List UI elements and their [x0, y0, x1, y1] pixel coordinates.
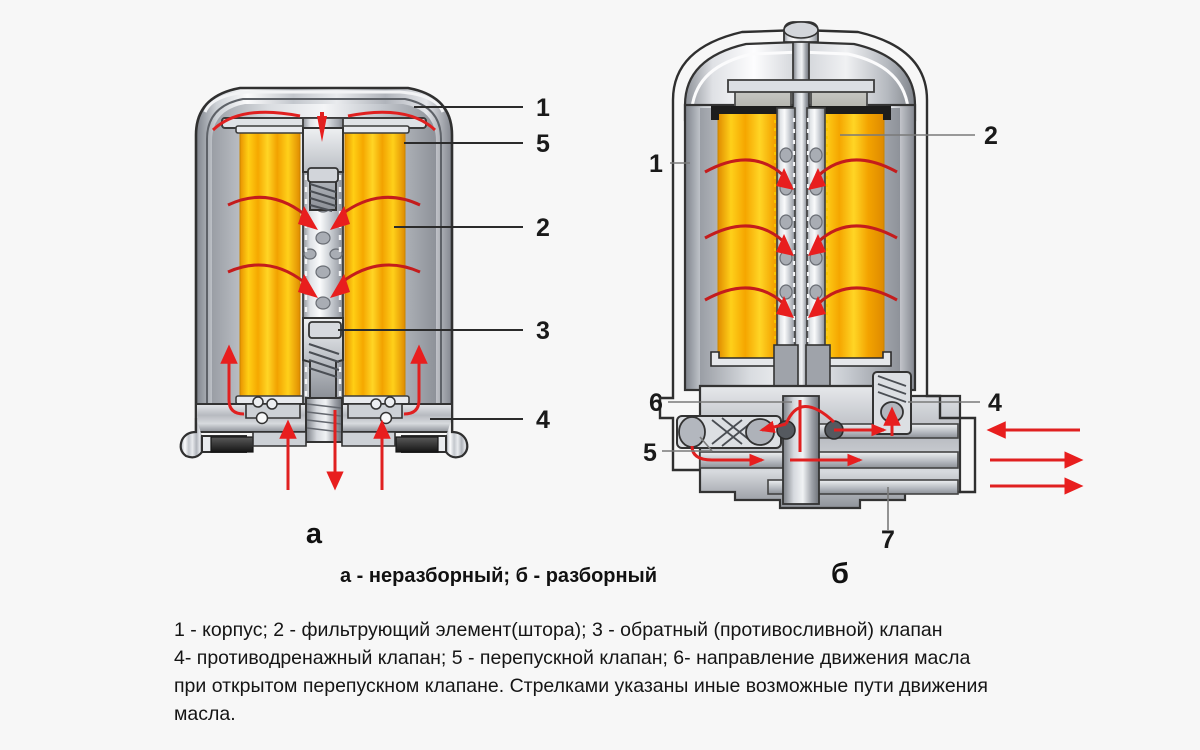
- dome-highlight-a: [203, 90, 445, 113]
- callout-b-7: 7: [881, 526, 895, 554]
- gasket-right-a: [395, 436, 439, 453]
- element-endcap-tl-b: [711, 106, 793, 120]
- media-cap-tr-a: [340, 125, 410, 134]
- callout-b-1: 1: [649, 150, 663, 178]
- flow-arrows-b: [690, 158, 1084, 495]
- callout-b-6: 6: [649, 389, 663, 417]
- filter-media-left-a: [239, 129, 301, 399]
- callout-leaders-b: [662, 134, 980, 530]
- caption-line-1: 1 - корпус; 2 - фильтрующий элемент(штор…: [174, 619, 943, 641]
- callout-a-5: 5: [536, 130, 550, 158]
- caption-line-3: при открытом перепускном клапане. Стрелк…: [174, 675, 988, 697]
- bypass-valve-disc-a: [307, 167, 339, 183]
- subfigure-label-a: а: [306, 518, 323, 550]
- lower-sleeve-left-b: [773, 344, 799, 392]
- callouts-a: 1 5 2 3 4: [536, 94, 550, 434]
- element-endcap-tr-b: [809, 106, 891, 120]
- bracket-right-b: [925, 382, 977, 494]
- lower-sleeve-right-b: [805, 344, 831, 392]
- bypass-valve-b: [676, 415, 782, 449]
- seam-right-a: [444, 418, 469, 459]
- bolt-head-top-b: [783, 21, 819, 39]
- center-tube-left-b: [776, 107, 796, 359]
- bracket-left-b: [658, 382, 700, 472]
- caption-line-2: 4- противодренажный клапан; 5 - перепуск…: [174, 647, 971, 669]
- callout-a-1: 1: [536, 94, 550, 122]
- callout-b-5: 5: [643, 439, 657, 467]
- callout-b-4: 4: [988, 389, 1002, 417]
- tube-slits-b: [792, 118, 810, 356]
- callout-a-4: 4: [536, 406, 550, 434]
- subfigure-label-b: б: [831, 558, 849, 590]
- housing-inner-wall-a: [206, 98, 442, 428]
- flow-arrows-a: [211, 110, 437, 491]
- check-valve-spring-a: [308, 343, 340, 378]
- base-flange-inner-left-a: [252, 431, 307, 447]
- bypass-valve-spring-a: [309, 183, 337, 212]
- media-cap-tl-a: [235, 125, 305, 134]
- seal-retainer-b: [727, 79, 875, 93]
- callout-leaders-a: [338, 106, 523, 420]
- callout-a-2: 2: [536, 214, 550, 242]
- diagram-b: [658, 21, 1084, 530]
- gasket-left-a: [210, 436, 254, 453]
- anti-drainback-valve-a: [245, 396, 403, 425]
- base-flange-inner-right-a: [341, 431, 396, 447]
- caption-line-4: масла.: [174, 703, 236, 725]
- seam-left-a: [179, 418, 204, 459]
- check-valve-disc-a: [308, 321, 342, 339]
- callouts-b: 1 2 4 6 5 7: [643, 122, 1002, 554]
- caption-heading: а - неразборный; б - разборный: [340, 565, 657, 587]
- center-tube-right-b: [806, 107, 826, 359]
- callout-a-3: 3: [536, 317, 550, 345]
- diagram-a: [179, 86, 523, 491]
- callout-b-2: 2: [984, 122, 998, 150]
